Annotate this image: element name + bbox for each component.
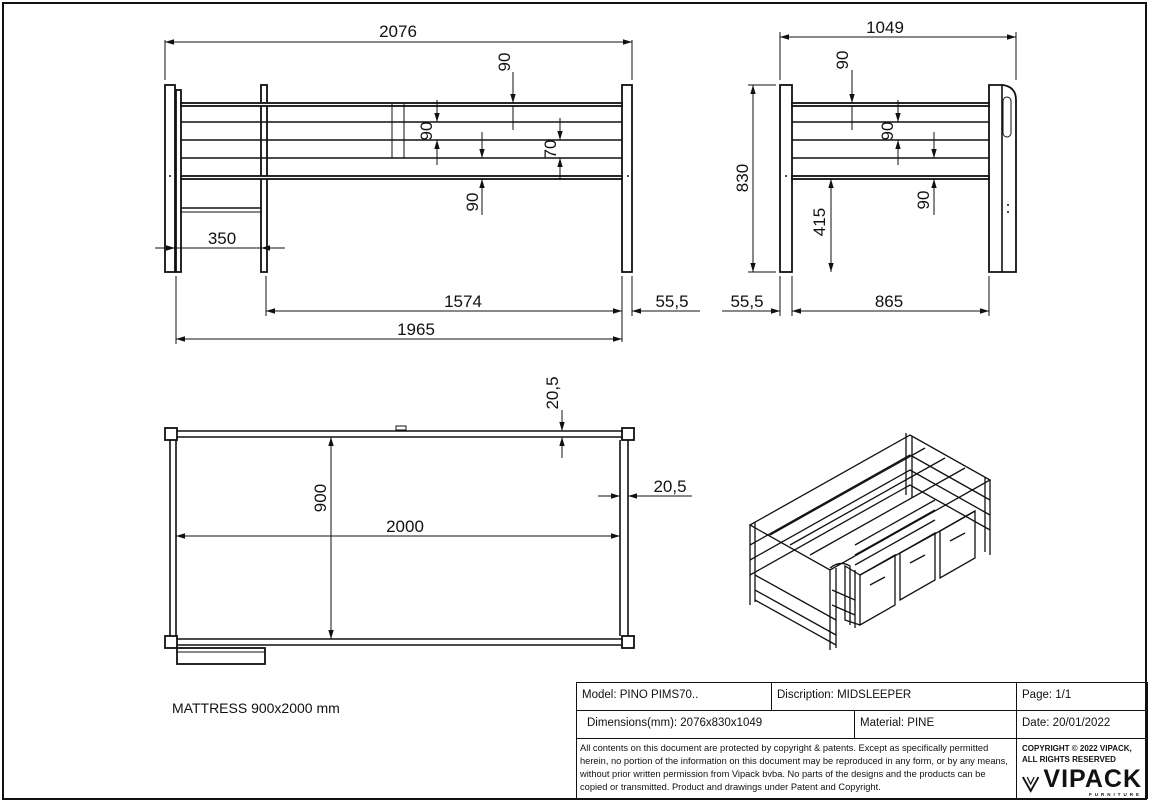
title-block: Model: PINO PIMS70.. Discription: MIDSLE… — [576, 682, 1148, 799]
dim-1574: 1574 — [444, 292, 482, 311]
dim-90-top: 90 — [495, 53, 514, 72]
logo-subtitle: FURNITURE — [1089, 792, 1142, 797]
isometric-bed-illustration — [748, 433, 992, 650]
dim-830: 830 — [733, 164, 752, 192]
dim-415: 415 — [810, 208, 829, 236]
dim-350: 350 — [208, 229, 236, 248]
dim-side-90-low: 90 — [914, 191, 933, 210]
dim-20-5-top: 20,5 — [543, 376, 562, 409]
dim-2076: 2076 — [379, 22, 417, 41]
dim-865: 865 — [875, 292, 903, 311]
vipack-v-mark-icon — [1022, 776, 1040, 793]
copyright-text: COPYRIGHT © 2022 VIPACK, ALL RIGHTS RESE… — [1022, 744, 1132, 764]
page-cell: Page: 1/1 — [1017, 683, 1148, 711]
material-cell: Material: PINE — [855, 711, 1017, 739]
dim-70: 70 — [541, 140, 560, 159]
side-view: 1049 90 90 90 830 415 55,5 865 — [722, 18, 1017, 316]
dim-55-5-front: 55,5 — [655, 292, 688, 311]
legal-notice: All contents on this document are protec… — [577, 739, 1017, 799]
dim-side-90-mid: 90 — [878, 122, 897, 141]
mattress-note: MATTRESS 900x2000 mm — [172, 700, 340, 716]
copyright-cell: COPYRIGHT © 2022 VIPACK, ALL RIGHTS RESE… — [1017, 739, 1148, 799]
dim-1965: 1965 — [397, 320, 435, 339]
date-cell: Date: 20/01/2022 — [1017, 711, 1148, 739]
dim-900: 900 — [311, 484, 330, 512]
front-view: 2076 90 90 70 90 350 1574 55,5 — [155, 22, 700, 344]
vipack-logo: VIPACK FURNITURE — [1022, 765, 1142, 798]
dim-90-mid: 90 — [417, 122, 436, 141]
dimensions-cell: Dimensions(mm): 2076x830x1049 — [577, 711, 855, 739]
logo-word: VIPACK — [1043, 765, 1142, 793]
dim-1049: 1049 — [866, 18, 904, 37]
dim-90-low: 90 — [463, 193, 482, 212]
dim-side-90-top: 90 — [833, 51, 852, 70]
dim-20-5-end: 20,5 — [653, 477, 686, 496]
description-cell: Discription: MIDSLEEPER — [772, 683, 1017, 711]
dim-55-5-side: 55,5 — [730, 292, 763, 311]
model-cell: Model: PINO PIMS70.. — [577, 683, 772, 711]
top-view: 20,5 20,5 900 2000 — [164, 376, 692, 665]
dim-2000: 2000 — [386, 517, 424, 536]
